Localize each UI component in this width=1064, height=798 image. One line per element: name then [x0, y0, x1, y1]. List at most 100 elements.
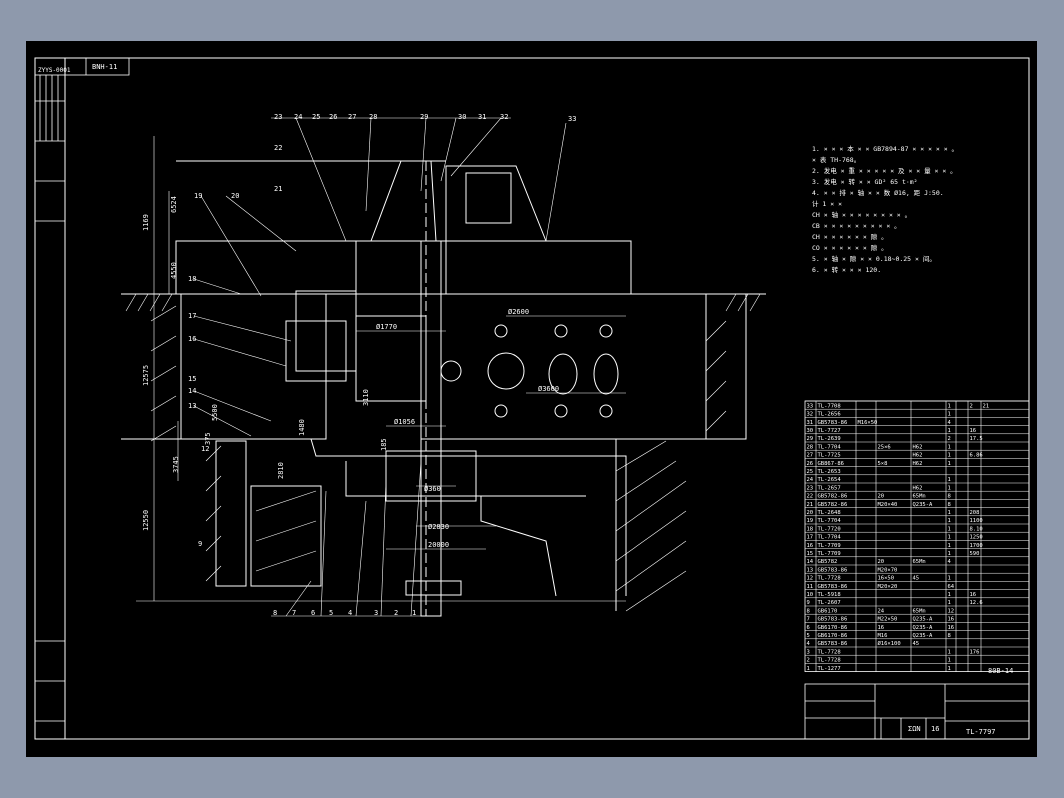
table-cell: 1: [807, 666, 810, 672]
balloon-1: 1: [412, 609, 416, 617]
balloon-29: 29: [420, 113, 428, 121]
table-cell: Q235-A: [913, 625, 934, 631]
soil-hatching: [125, 293, 761, 612]
balloon-19: 19: [194, 192, 202, 200]
table-cell: 21: [983, 403, 990, 409]
table-cell: H62: [913, 444, 923, 450]
table-cell: TL-7728: [818, 649, 841, 655]
dim-d2830: Ø2830: [428, 523, 449, 531]
table-cell: 25×6: [878, 444, 891, 450]
leader-lines: [193, 117, 567, 617]
note-line: CB × × × × × × × × × 。: [812, 222, 901, 230]
balloon-28: 28: [369, 113, 377, 121]
table-cell: 16: [970, 428, 977, 434]
table-cell: 1: [948, 412, 951, 418]
table-cell: 7: [807, 617, 810, 623]
table-cell: 8: [948, 494, 951, 500]
table-cell: 2: [948, 436, 951, 442]
table-cell: 14: [807, 559, 814, 565]
table-cell: M16×50: [858, 420, 878, 426]
table-cell: 1: [948, 403, 951, 409]
balloon-4: 4: [348, 609, 352, 617]
table-cell: 28: [807, 444, 814, 450]
note-line: 计 1 × ×: [812, 199, 842, 208]
balloons-bottom: 8 7 6 5 4 3 2 1: [273, 609, 416, 617]
turbine-generator-section-drawing: ZYYS-0001 BNH-11: [34, 57, 1030, 740]
table-cell: 8: [807, 608, 810, 614]
dim-3745: 3745: [172, 456, 180, 473]
table-cell: 17.5: [970, 436, 983, 442]
balloons-left: 19 20 22 21 18 17 16 15 14 13 12 9: [188, 144, 282, 548]
table-cell: 12: [807, 576, 814, 582]
balloon-30: 30: [458, 113, 466, 121]
table-cell: 1: [948, 600, 951, 606]
table-cell: 1250: [970, 535, 983, 541]
table-cell: 32: [807, 412, 814, 418]
table-cell: 1100: [970, 518, 983, 524]
note-line: CH × × × × × × 隙 。: [812, 232, 888, 241]
table-cell: TL-7708: [818, 403, 841, 409]
dim-1480: 1480: [298, 419, 306, 436]
table-cell: 22: [807, 494, 814, 500]
table-cell: 65Mn: [913, 608, 926, 614]
table-cell: 1: [948, 551, 951, 557]
table-cell: 23: [807, 485, 814, 491]
table-cell: TL-2657: [818, 485, 841, 491]
table-cell: TL-2639: [818, 436, 841, 442]
table-cell: TL-5918: [818, 592, 841, 598]
table-cell: 18: [807, 526, 814, 532]
table-cell: TL-7704: [818, 535, 842, 541]
note-line: 1. × × × 本 × × GB7894-87 × × × × × 。: [812, 144, 958, 153]
dim-d1056: Ø1056: [394, 418, 415, 426]
table-cell: 1: [948, 510, 951, 516]
table-cell: 29: [807, 436, 814, 442]
dim-185: 185: [380, 438, 388, 451]
table-cell: TL-7727: [818, 428, 841, 434]
table-cell: 8.10: [970, 526, 983, 532]
dim-12550: 12550: [142, 510, 150, 531]
dim-4550: 4550: [170, 262, 178, 279]
balloon-27: 27: [348, 113, 356, 121]
table-cell: GB5783-86: [818, 617, 848, 623]
table-cell: 4: [807, 641, 811, 647]
note-line: 6. × 转 × × × 120.: [812, 265, 881, 274]
note-line: 5. × 轴 × 隙 × × 0.18~0.25 × 间。: [812, 254, 936, 263]
table-cell: TL-2656: [818, 412, 841, 418]
table-cell: 13: [807, 567, 814, 573]
table-cell: Q235-A: [913, 617, 934, 623]
balloon-24: 24: [294, 113, 302, 121]
table-cell: TL-7725: [818, 453, 841, 459]
dim-5500: 5500: [211, 404, 219, 421]
dim-3110: 3110: [362, 389, 370, 406]
table-cell: TL-2648: [818, 510, 841, 516]
dim-6524: 6524: [170, 196, 178, 213]
balloon-32: 32: [500, 113, 508, 121]
cad-drawing-viewport[interactable]: ZYYS-0001 BNH-11: [26, 41, 1037, 757]
table-cell: Q235-A: [913, 633, 934, 639]
balloon-7: 7: [292, 609, 296, 617]
title-block-texts: 80B-14 ΣΩΝ 16 TL-7797: [908, 667, 1013, 736]
table-cell: 65Mn: [913, 494, 926, 500]
table-cell: TL-7709: [818, 551, 841, 557]
table-cell: 64: [948, 584, 955, 590]
table-cell: 24: [878, 608, 885, 614]
table-cell: 1: [948, 428, 951, 434]
balloon-15: 15: [188, 375, 196, 383]
balloon-25: 25: [312, 113, 320, 121]
table-cell: GB5782: [818, 559, 838, 565]
table-cell: H62: [913, 453, 923, 459]
table-cell: M22×50: [878, 617, 898, 623]
table-cell: TL-7709: [818, 543, 841, 549]
table-cell: TL-7728: [818, 576, 841, 582]
table-cell: 16: [878, 625, 885, 631]
table-cell: 4: [948, 420, 952, 426]
balloons-top: 23 24 25 26 27 28 29 30 31 32 33: [274, 113, 576, 123]
note-line: 2. 发电 × 重 × × × × × 及 × × 量 × × 。: [812, 166, 957, 175]
balloon-5: 5: [329, 609, 333, 617]
balloon-2: 2: [394, 609, 398, 617]
balloon-31: 31: [478, 113, 486, 121]
table-cell: 176: [970, 649, 980, 655]
table-cell: 6: [807, 625, 810, 631]
table-cell: 1: [948, 461, 951, 467]
